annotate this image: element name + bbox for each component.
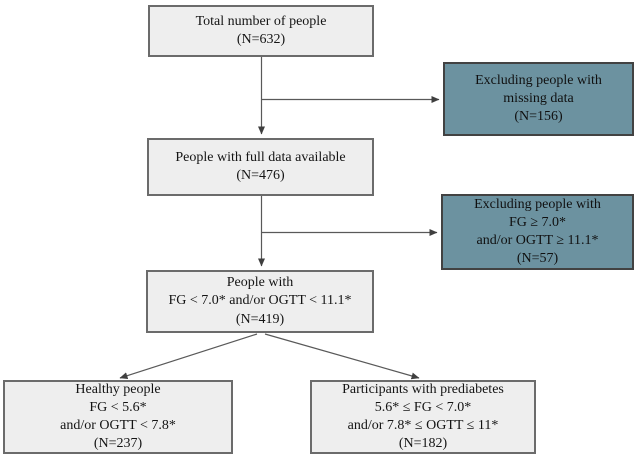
node-healthy-count: (N=237) xyxy=(93,436,143,452)
node-healthy-line: Healthy people xyxy=(75,381,161,397)
node-excluding-missing-count: (N=156) xyxy=(514,109,563,125)
node-prediabetes: Participants with prediabetes 5.6* ≤ FG … xyxy=(310,380,536,454)
node-prediabetes-line: Participants with prediabetes xyxy=(342,381,504,397)
node-excluding-missing-line: Excluding people with xyxy=(475,72,602,88)
connector-to-prediabetes xyxy=(264,333,420,380)
connector-to-healthy xyxy=(119,333,258,380)
node-full-data-available: People with full data available (N=476) xyxy=(147,138,374,196)
node-excluding-high-values: Excluding people with FG ≥ 7.0* and/or O… xyxy=(441,194,634,270)
node-below-threshold-line: FG < 7.0* and/or OGTT < 11.1* xyxy=(168,293,352,309)
node-below-threshold-count: (N=419) xyxy=(235,311,285,327)
node-prediabetes-line: and/or 7.8* ≤ OGTT ≤ 11* xyxy=(347,418,499,433)
node-prediabetes-line: 5.6* ≤ FG < 7.0* xyxy=(374,399,472,415)
node-excluding-high-line: FG ≥ 7.0* xyxy=(508,214,567,230)
node-excluding-high-line: Excluding people with xyxy=(474,196,601,212)
node-excluding-high-line: and/or OGTT ≥ 11.1* xyxy=(476,233,599,248)
node-prediabetes-count: (N=182) xyxy=(398,436,448,452)
node-excluding-missing-data: Excluding people with missing data (N=15… xyxy=(443,62,634,136)
node-below-threshold-line: People with xyxy=(226,275,294,291)
node-total-people: Total number of people (N=632) xyxy=(148,5,374,57)
node-excluding-missing-line: missing data xyxy=(503,90,574,106)
node-healthy-line: and/or OGTT < 7.8* xyxy=(60,418,176,433)
node-healthy-line: FG < 5.6* xyxy=(89,399,147,415)
node-excluding-high-count: (N=57) xyxy=(516,251,559,267)
node-total-people-line: Total number of people xyxy=(195,13,327,29)
node-full-data-count: (N=476) xyxy=(236,168,285,183)
node-full-data-line: People with full data available xyxy=(175,149,346,165)
node-below-threshold: People with FG < 7.0* and/or OGTT < 11.1… xyxy=(146,270,374,333)
node-healthy-people: Healthy people FG < 5.6* and/or OGTT < 7… xyxy=(3,380,233,454)
node-total-people-count: (N=632) xyxy=(236,32,286,47)
